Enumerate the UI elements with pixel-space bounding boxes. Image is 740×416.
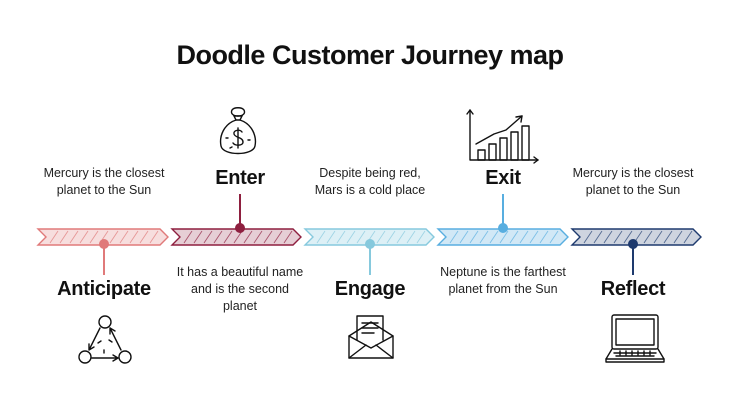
stage-description-enter: It has a beautiful name and is the secon…	[176, 265, 304, 313]
stage-name-engage: Engage	[334, 278, 406, 300]
arrow-segment-engage	[303, 228, 435, 246]
stage-description-exit: Neptune is the farthest planet from the …	[440, 265, 566, 296]
envelope-icon	[346, 312, 396, 362]
page-title: Doodle Customer Journey map	[176, 40, 564, 70]
dot-exit	[498, 223, 508, 233]
laptop-icon	[604, 313, 666, 365]
cycle-arrows-icon	[76, 313, 134, 369]
dot-engage	[365, 239, 375, 249]
dot-enter	[235, 223, 245, 233]
stage-name-reflect: Reflect	[600, 278, 666, 300]
money-bag-icon	[216, 106, 260, 160]
growth-chart-icon	[466, 108, 540, 164]
stage-name-anticipate: Anticipate	[57, 278, 151, 300]
stage-name-exit: Exit	[485, 167, 521, 189]
dot-anticipate	[99, 239, 109, 249]
stage-name-enter: Enter	[215, 167, 265, 189]
arrow-segment-enter	[170, 228, 302, 246]
stage-description-engage: Despite being red, Mars is a cold place	[314, 166, 426, 197]
arrow-segment-anticipate	[36, 228, 169, 246]
stage-description-anticipate: Mercury is the closest planet to the Sun	[43, 166, 165, 197]
arrow-segment-exit	[436, 228, 569, 246]
dot-reflect	[628, 239, 638, 249]
stage-description-reflect: Mercury is the closest planet to the Sun	[572, 166, 694, 197]
arrow-segment-reflect	[570, 228, 702, 246]
